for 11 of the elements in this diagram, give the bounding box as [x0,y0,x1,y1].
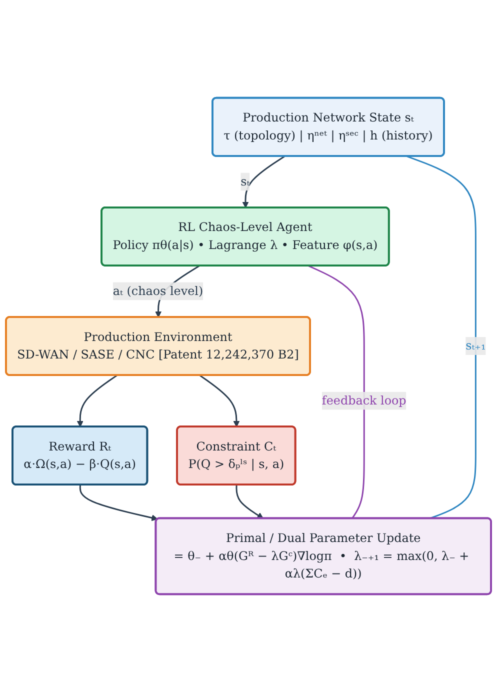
edge-label: sₜ [240,174,250,188]
arrow [199,374,240,428]
edge-label: aₜ (chaos level) [112,284,204,298]
arrow [242,156,285,208]
connector [308,265,365,519]
arrow [236,484,264,519]
arrow [79,484,158,522]
edge-label: feedback loop [322,393,406,408]
arrow [76,374,118,428]
connector [406,156,476,520]
edge-label: sₜ₊₁ [466,338,486,353]
